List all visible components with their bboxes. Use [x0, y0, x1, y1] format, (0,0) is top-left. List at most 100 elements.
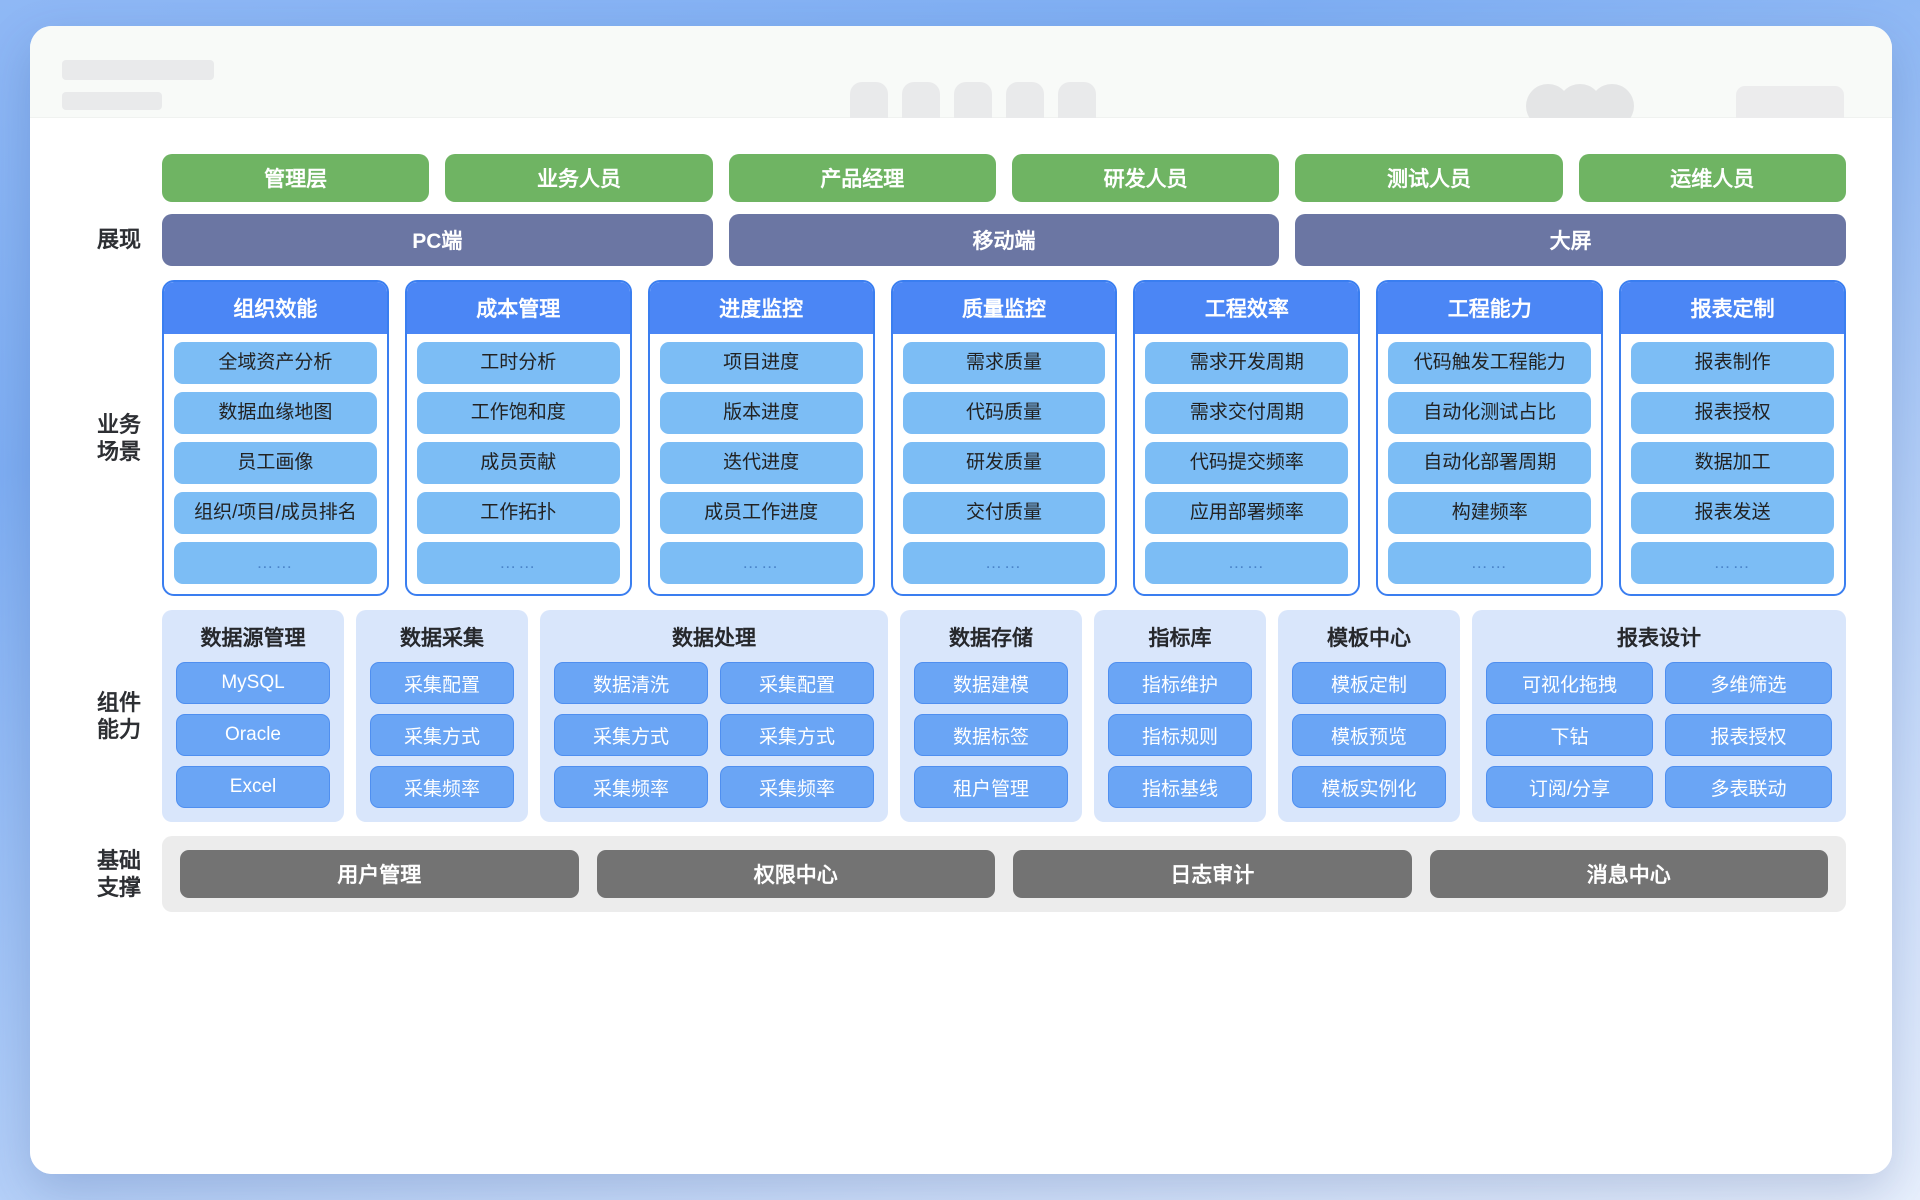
component-group: 指标库指标维护指标规则指标基线 [1094, 610, 1266, 822]
business-item[interactable]: 交付质量 [902, 492, 1106, 534]
business-item[interactable]: 迭代进度 [659, 442, 863, 484]
component-item[interactable]: 下钻 [1486, 714, 1653, 756]
business-column-title[interactable]: 质量监控 [892, 282, 1116, 334]
component-group: 模板中心模板定制模板预览模板实例化 [1278, 610, 1460, 822]
component-item[interactable]: 采集配置 [370, 662, 514, 704]
business-item-more[interactable]: …… [659, 542, 863, 584]
business-item-more[interactable]: …… [1145, 542, 1349, 584]
business-item[interactable]: 版本进度 [659, 392, 863, 434]
business-item[interactable]: 需求质量 [902, 342, 1106, 384]
component-item[interactable]: 指标维护 [1108, 662, 1252, 704]
business-item[interactable]: 需求交付周期 [1145, 392, 1349, 434]
business-column-title[interactable]: 工程效率 [1135, 282, 1359, 334]
business-item-list: 代码触发工程能力自动化测试占比自动化部署周期构建频率 …… [1378, 334, 1601, 594]
component-item[interactable]: 数据建模 [914, 662, 1068, 704]
business-column-title[interactable]: 工程能力 [1378, 282, 1602, 334]
component-item[interactable]: 采集配置 [720, 662, 874, 704]
component-item[interactable]: 指标基线 [1108, 766, 1252, 808]
component-group-title: 指标库 [1148, 627, 1212, 650]
business-item-more[interactable]: …… [902, 542, 1106, 584]
role-button[interactable]: 产品经理 [728, 154, 996, 202]
component-row-label: 组件 能力 [96, 689, 141, 743]
component-item[interactable]: 指标规则 [1108, 714, 1252, 756]
component-item[interactable]: 模板预览 [1292, 714, 1446, 756]
foundation-button[interactable]: 用户管理 [180, 850, 579, 898]
business-item[interactable]: 代码触发工程能力 [1388, 342, 1592, 384]
presentation-row: 展现 PC端移动端大屏 [76, 214, 1847, 266]
business-item[interactable]: 报表发送 [1631, 492, 1835, 534]
business-item[interactable]: 成员贡献 [416, 442, 620, 484]
business-item[interactable]: 项目进度 [659, 342, 863, 384]
presentation-button[interactable]: PC端 [162, 214, 713, 266]
foundation-button[interactable]: 权限中心 [596, 850, 995, 898]
component-item[interactable]: 采集方式 [720, 714, 874, 756]
business-item-more[interactable]: …… [1631, 542, 1835, 584]
component-item[interactable]: 数据标签 [914, 714, 1068, 756]
business-item[interactable]: 数据加工 [1631, 442, 1835, 484]
component-item[interactable]: 多维筛选 [1665, 662, 1832, 704]
business-item[interactable]: 工作拓扑 [416, 492, 620, 534]
role-button[interactable]: 管理层 [162, 154, 430, 202]
component-item[interactable]: 订阅/分享 [1486, 766, 1653, 808]
business-column-title[interactable]: 成本管理 [406, 282, 630, 334]
component-item[interactable]: Oracle [176, 714, 330, 756]
role-button[interactable]: 业务人员 [445, 154, 713, 202]
business-item[interactable]: 代码质量 [902, 392, 1106, 434]
business-item-list: 需求质量代码质量研发质量交付质量 …… [893, 334, 1116, 594]
business-column: 工程效率需求开发周期需求交付周期代码提交频率应用部署频率 …… [1133, 280, 1361, 596]
business-item[interactable]: 需求开发周期 [1145, 342, 1349, 384]
component-item[interactable]: 多表联动 [1665, 766, 1832, 808]
business-item-more[interactable]: …… [174, 542, 377, 584]
role-button[interactable]: 测试人员 [1295, 154, 1563, 202]
role-button[interactable]: 运维人员 [1578, 154, 1846, 202]
component-item[interactable]: 租户管理 [914, 766, 1068, 808]
component-item[interactable]: 采集频率 [370, 766, 514, 808]
business-item[interactable]: 数据血缘地图 [174, 392, 377, 434]
business-item[interactable]: 成员工作进度 [659, 492, 863, 534]
business-item[interactable]: 构建频率 [1388, 492, 1592, 534]
business-column: 质量监控需求质量代码质量研发质量交付质量 …… [890, 280, 1118, 596]
business-item[interactable]: 员工画像 [174, 442, 377, 484]
component-group: 报表设计可视化拖拽下钻订阅/分享多维筛选报表授权多表联动 [1472, 610, 1846, 822]
component-item[interactable]: 采集频率 [554, 766, 708, 808]
component-item[interactable]: 报表授权 [1665, 714, 1832, 756]
component-column: 多维筛选报表授权多表联动 [1665, 662, 1832, 808]
business-item[interactable]: 报表制作 [1631, 342, 1835, 384]
business-item-more[interactable]: …… [416, 542, 620, 584]
component-item[interactable]: 可视化拖拽 [1486, 662, 1653, 704]
foundation-button[interactable]: 消息中心 [1429, 850, 1828, 898]
component-item[interactable]: 数据清洗 [554, 662, 708, 704]
architecture-diagram: 管理层业务人员产品经理研发人员测试人员运维人员 展现 PC端移动端大屏 业务 场… [76, 154, 1847, 912]
business-item[interactable]: 工作饱和度 [416, 392, 620, 434]
business-column: 进度监控项目进度版本进度迭代进度成员工作进度 …… [647, 280, 875, 596]
component-column: 数据建模数据标签租户管理 [914, 662, 1068, 808]
business-item[interactable]: 报表授权 [1631, 392, 1835, 434]
business-column-title[interactable]: 报表定制 [1621, 282, 1845, 334]
component-item[interactable]: 模板实例化 [1292, 766, 1446, 808]
component-item[interactable]: Excel [176, 766, 330, 808]
business-item[interactable]: 自动化部署周期 [1388, 442, 1592, 484]
component-item[interactable]: 采集方式 [554, 714, 708, 756]
business-item[interactable]: 工时分析 [416, 342, 620, 384]
business-item-more[interactable]: …… [1388, 542, 1592, 584]
foundation-row: 基础 支撑 用户管理权限中心日志审计消息中心 [76, 836, 1846, 912]
component-item[interactable]: 模板定制 [1292, 662, 1446, 704]
business-item[interactable]: 自动化测试占比 [1388, 392, 1592, 434]
presentation-button[interactable]: 大屏 [1295, 214, 1847, 266]
role-button[interactable]: 研发人员 [1011, 154, 1280, 202]
presentation-button[interactable]: 移动端 [728, 214, 1280, 266]
business-column: 组织效能全域资产分析数据血缘地图员工画像组织/项目/成员排名 …… [162, 280, 389, 596]
foundation-row-label: 基础 支撑 [96, 847, 141, 901]
business-column-title[interactable]: 组织效能 [164, 282, 387, 334]
component-item[interactable]: 采集频率 [720, 766, 874, 808]
business-item[interactable]: 研发质量 [902, 442, 1106, 484]
business-item[interactable]: 代码提交频率 [1145, 442, 1349, 484]
business-item[interactable]: 组织/项目/成员排名 [174, 492, 377, 534]
business-item[interactable]: 应用部署频率 [1145, 492, 1349, 534]
business-column-title[interactable]: 进度监控 [649, 282, 873, 334]
business-item[interactable]: 全域资产分析 [174, 342, 377, 384]
browser-window: 管理层业务人员产品经理研发人员测试人员运维人员 展现 PC端移动端大屏 业务 场… [30, 26, 1892, 1174]
foundation-button[interactable]: 日志审计 [1013, 850, 1412, 898]
component-item[interactable]: 采集方式 [370, 714, 514, 756]
component-item[interactable]: MySQL [176, 662, 330, 704]
